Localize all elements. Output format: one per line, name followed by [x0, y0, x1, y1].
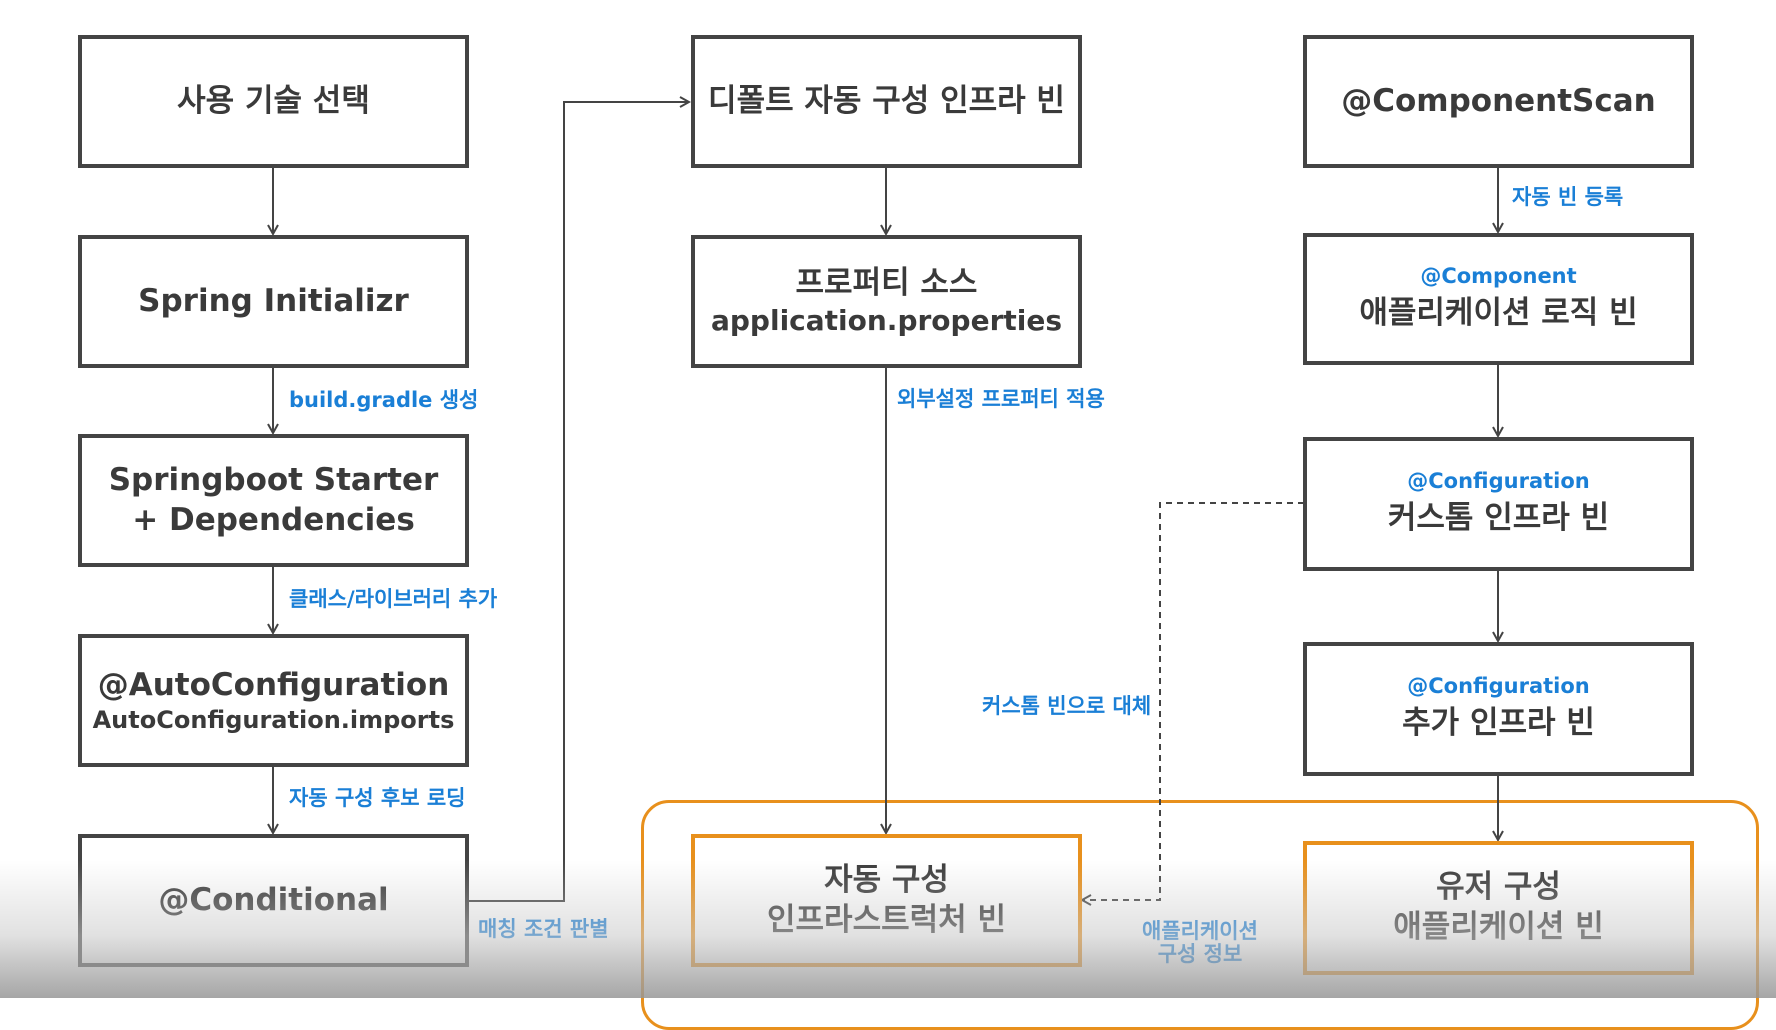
box-component-scan: @ComponentScan	[1303, 35, 1694, 168]
label-auto-register: 자동 빈 등록	[1512, 185, 1624, 209]
starter-line2: + Dependencies	[132, 501, 415, 538]
arrow-conditional-to-default-infra	[467, 102, 689, 902]
label-replace-custom: 커스톰 빈으로 대체	[982, 694, 1152, 718]
auto-infra-line2: 인프라스트럭처 빈	[767, 901, 1006, 938]
config-tag-1: @Configuration	[1407, 469, 1590, 494]
app-config-line2: 구성 정보	[1157, 942, 1243, 967]
custom-infra-label: 커스톰 인프라 빈	[1387, 500, 1610, 537]
label-build-gradle: build.gradle 생성	[289, 388, 479, 412]
conditional-label: @Conditional	[158, 881, 389, 918]
box-user-config: 유저 구성 애플리케이션 빈	[1303, 841, 1694, 975]
label-load-candidates: 자동 구성 후보 로딩	[289, 786, 466, 810]
starter-line1: Springboot Starter	[108, 461, 439, 498]
app-logic-label: 애플리케이션 로직 빈	[1359, 295, 1638, 332]
component-tag: @Component	[1420, 264, 1577, 289]
box-autoconfiguration: @AutoConfiguration AutoConfiguration.imp…	[78, 634, 469, 767]
box-property-source: 프로퍼티 소스 application.properties	[691, 235, 1082, 368]
box-spring-initializr: Spring Initializr	[78, 235, 469, 368]
box-spring-initializr-label: Spring Initializr	[138, 282, 409, 319]
label-external-props: 외부설정 프로퍼티 적용	[897, 387, 1105, 411]
property-sub: application.properties	[710, 304, 1063, 338]
user-config-line2: 애플리케이션 빈	[1393, 909, 1604, 945]
box-starter-dependencies: Springboot Starter + Dependencies	[78, 434, 469, 567]
box-extra-infra: @Configuration 추가 인프라 빈	[1303, 642, 1694, 776]
architecture-diagram: 사용 기술 선택 Spring Initializr Springboot St…	[0, 35, 1776, 1030]
label-add-libraries: 클래스/라이브러리 추가	[289, 587, 498, 611]
config-tag-2: @Configuration	[1407, 674, 1590, 699]
app-config-line1: 애플리케이션	[1142, 919, 1258, 943]
label-match-condition: 매칭 조건 판별	[478, 917, 609, 941]
autoconfig-main: @AutoConfiguration	[97, 666, 450, 703]
box-tech-select: 사용 기술 선택	[78, 35, 469, 168]
label-app-config: 애플리케이션 구성 정보	[1138, 919, 1262, 967]
auto-infra-line1: 자동 구성	[824, 861, 949, 898]
dashed-arrow-custom-to-auto-infra	[1082, 502, 1304, 900]
autoconfig-sub: AutoConfiguration.imports	[92, 706, 455, 735]
box-custom-infra: @Configuration 커스톰 인프라 빈	[1303, 437, 1694, 571]
box-tech-select-label: 사용 기술 선택	[177, 82, 370, 119]
default-infra-label: 디폴트 자동 구성 인프라 빈	[708, 82, 1065, 119]
box-auto-infra: 자동 구성 인프라스트럭처 빈	[691, 834, 1082, 967]
component-scan-label: @ComponentScan	[1341, 82, 1656, 119]
box-default-infra: 디폴트 자동 구성 인프라 빈	[691, 35, 1082, 168]
property-main: 프로퍼티 소스	[795, 264, 978, 301]
extra-infra-label: 추가 인프라 빈	[1402, 705, 1595, 742]
user-config-line1: 유저 구성	[1436, 869, 1561, 906]
box-conditional: @Conditional	[78, 834, 469, 967]
box-app-logic: @Component 애플리케이션 로직 빈	[1303, 233, 1694, 365]
